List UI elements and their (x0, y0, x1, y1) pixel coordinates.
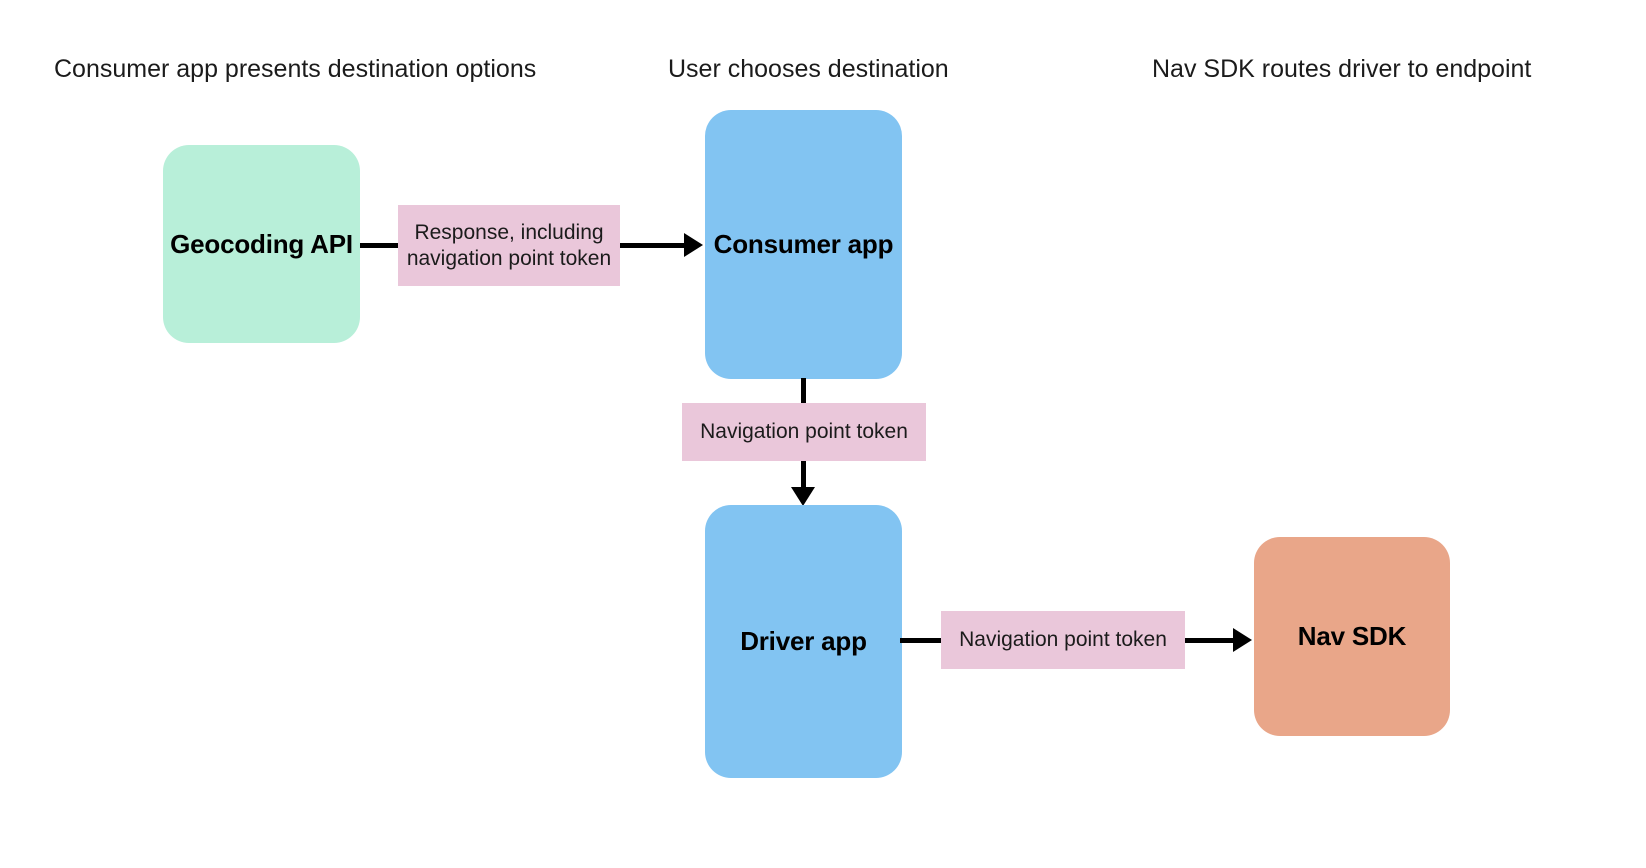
node-geocoding-api[interactable]: Geocoding API (163, 145, 360, 343)
edge-label-text: Navigation point token (700, 420, 908, 443)
edge-label-geocoding-to-consumer: Response, including navigation point tok… (398, 205, 620, 286)
connector-label-to-consumer (617, 243, 685, 248)
connector-consumer-to-label (801, 378, 806, 406)
edge-label-consumer-to-driver: Navigation point token (682, 403, 926, 461)
connector-label-to-navsdk (1182, 638, 1234, 643)
edge-label-driver-to-navsdk: Navigation point token (941, 611, 1185, 669)
node-consumer-app-label: Consumer app (713, 229, 894, 259)
node-nav-sdk-label: Nav SDK (1297, 621, 1407, 651)
arrowhead-down-icon (791, 487, 815, 506)
node-driver-app[interactable]: Driver app (705, 505, 902, 778)
node-geocoding-api-label: Geocoding API (170, 228, 353, 259)
node-nav-sdk[interactable]: Nav SDK (1254, 537, 1450, 736)
connector-geocoding-to-label (360, 243, 402, 248)
node-consumer-app[interactable]: Consumer app (705, 110, 902, 379)
column-header-nav-sdk: Nav SDK routes driver to endpoint (1152, 55, 1532, 83)
arrowhead-right-icon (1233, 628, 1252, 652)
connector-label-to-driver (801, 458, 806, 490)
edge-label-text: Navigation point token (959, 628, 1167, 651)
column-header-user-chooses: User chooses destination (668, 55, 949, 83)
edge-label-text: Response, including navigation point tok… (406, 220, 612, 270)
arrowhead-right-icon (684, 233, 703, 257)
node-driver-app-label: Driver app (740, 626, 867, 656)
connector-driver-to-label (900, 638, 945, 643)
column-header-consumer-app: Consumer app presents destination option… (54, 55, 537, 83)
